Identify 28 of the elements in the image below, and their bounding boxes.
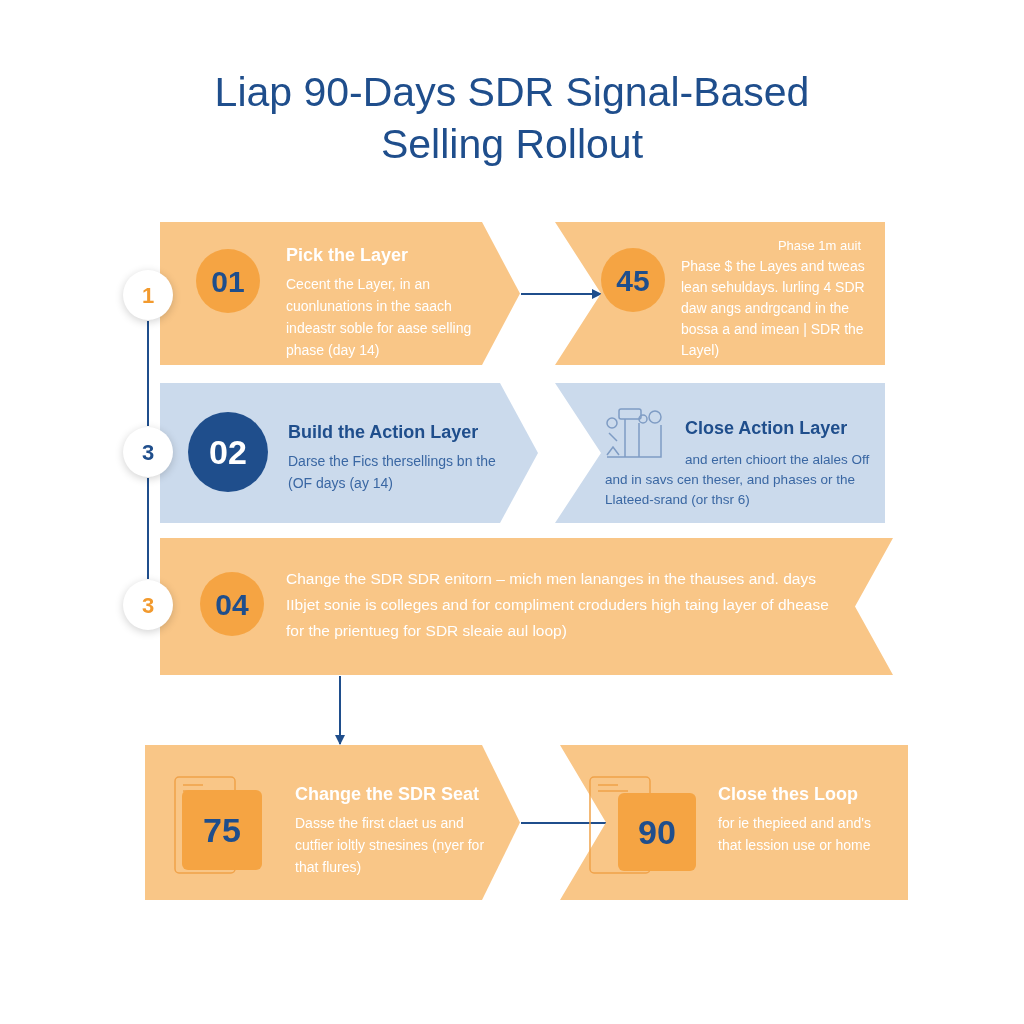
connector-line	[147, 477, 149, 580]
title: Liap 90-Days SDR Signal-Based Selling Rollout	[213, 68, 811, 169]
card-heading: Phase 1m auit	[776, 237, 862, 255]
card-heading: Build the Action Layer	[288, 421, 480, 444]
card-heading: Pick the Layer	[286, 244, 410, 267]
step-number: 90	[618, 793, 696, 871]
arrow	[335, 675, 345, 745]
description-text: Cecent the Layer, in an cuonlunations in the saach indeastr soble for aase selling phase (day 14)	[286, 275, 473, 360]
description-text: Dasse the first claet us and cutfier ioltly stnesines (nyer for that flures)	[295, 814, 486, 877]
chevron-card	[160, 222, 520, 365]
description-text: Darse the Fics thersellings bn the (OF days (ay 14)	[288, 452, 497, 493]
description-text: Change the SDR SDR enitorn – mich men lananges in the thauses and. days IIbjet sonie is colleges and for compliment croduders high taing layer of dhease for the prientueg for SDR sleaie aul loop)	[286, 569, 830, 641]
step-number: 75	[182, 790, 262, 870]
card-heading: Close thes Loop	[718, 783, 859, 806]
chevron-card	[160, 538, 893, 675]
connector-line	[520, 822, 607, 824]
description-text: Phase $ the Layes and tweas lean sehuldays. lurling 4 SDR daw angs andrgcand in the bossa a and imean | SDR the Layel)	[681, 256, 866, 360]
chevron-card	[145, 745, 520, 900]
chevron-card	[160, 383, 538, 523]
card-heading: Change the SDR Seat	[295, 783, 481, 806]
card-heading: Close Action Layer	[684, 417, 849, 440]
arrow	[520, 289, 602, 299]
chevron-card	[560, 745, 908, 900]
connector-line	[147, 320, 149, 427]
chevron-card	[555, 222, 885, 365]
description-text: for ie thepieed and and's that lession use or home	[718, 814, 872, 855]
chevron-card	[555, 383, 885, 523]
description-text: and erten chioort the alales Off and in savs cen theser, and phases or the Llateed-srand (or thsr 6)	[605, 451, 871, 509]
